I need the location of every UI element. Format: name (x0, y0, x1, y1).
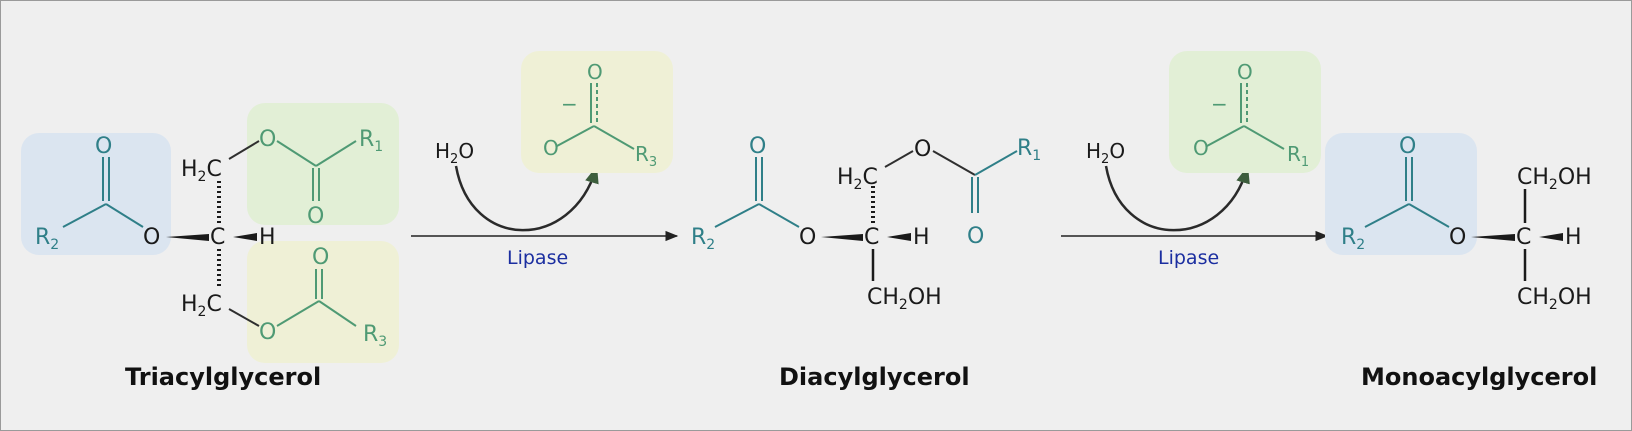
ch2oh: CH2OH (867, 285, 942, 313)
r2-group: R2 (691, 225, 715, 253)
r3-ester-highlight-box (247, 241, 399, 363)
monoacylglycerol-title: Monoacylglycerol (1361, 363, 1597, 391)
c-center: C (210, 225, 225, 250)
o-ester-r2: O (1449, 225, 1466, 250)
o-ester-r2: O (143, 225, 160, 250)
diacylglycerol-title: Diacylglycerol (779, 363, 970, 391)
h2c-top: H2C (181, 157, 222, 185)
o-carbonyl-r1: O (307, 204, 324, 229)
r1-ester-highlight-box (247, 103, 399, 225)
r1-group: R1 (1017, 136, 1041, 164)
o-ester-r1: O (914, 137, 931, 162)
o-carbonyl-r3: O (312, 245, 329, 270)
enzyme-label-lipase: Lipase (1158, 247, 1219, 269)
carboxylate-o-top: O (587, 60, 603, 84)
monoacylglycerol: O R2 O C H CH2OH CH2OH Monoacylglycerol (1325, 133, 1597, 391)
enzyme-label-lipase: Lipase (507, 247, 568, 269)
r2-ester-highlight-box (21, 133, 171, 255)
diacylglycerol: O R2 O C H H2C CH2OH O O R1 Diacylglycer… (691, 134, 1041, 391)
h2c-bottom: H2C (181, 292, 222, 320)
h2c-top: H2C (837, 165, 878, 193)
carboxylate-r1-box (1169, 51, 1321, 173)
c-center: C (864, 225, 879, 250)
r2-ester-highlight-box (1325, 133, 1477, 255)
carboxylate-o-minus: O (543, 136, 559, 160)
carboxylate-charge: − (1211, 92, 1228, 116)
ch2oh-bottom: CH2OH (1517, 285, 1592, 313)
carboxylate-charge: − (561, 92, 578, 116)
h-atom: H (1565, 225, 1582, 250)
o-carbonyl-r2: O (749, 134, 766, 159)
triacylglycerol-title: Triacylglycerol (125, 363, 321, 391)
carboxylate-o-top: O (1237, 60, 1253, 84)
carboxylate-o-minus: O (1193, 136, 1209, 160)
o-carbonyl-r2: O (95, 134, 112, 159)
c-center: C (1516, 225, 1531, 250)
reaction-2: H2O Lipase O − O R1 (1061, 51, 1329, 269)
o-ester-r2: O (799, 225, 816, 250)
o-carbonyl-r2: O (1399, 134, 1416, 159)
triacylglycerol: O R2 O C H H2C H2C O O R1 O O R3 Triacyl… (21, 103, 399, 391)
o-ester-r1: O (259, 127, 276, 152)
o-carbonyl-r1: O (967, 224, 984, 249)
h-atom: H (913, 225, 930, 250)
water-reactant: H2O (435, 139, 474, 167)
o-ester-r3: O (259, 320, 276, 345)
h-atom: H (259, 225, 276, 250)
ch2oh-top: CH2OH (1517, 165, 1592, 193)
reaction-1: H2O Lipase O − O R3 (411, 51, 679, 269)
water-reactant: H2O (1086, 139, 1125, 167)
